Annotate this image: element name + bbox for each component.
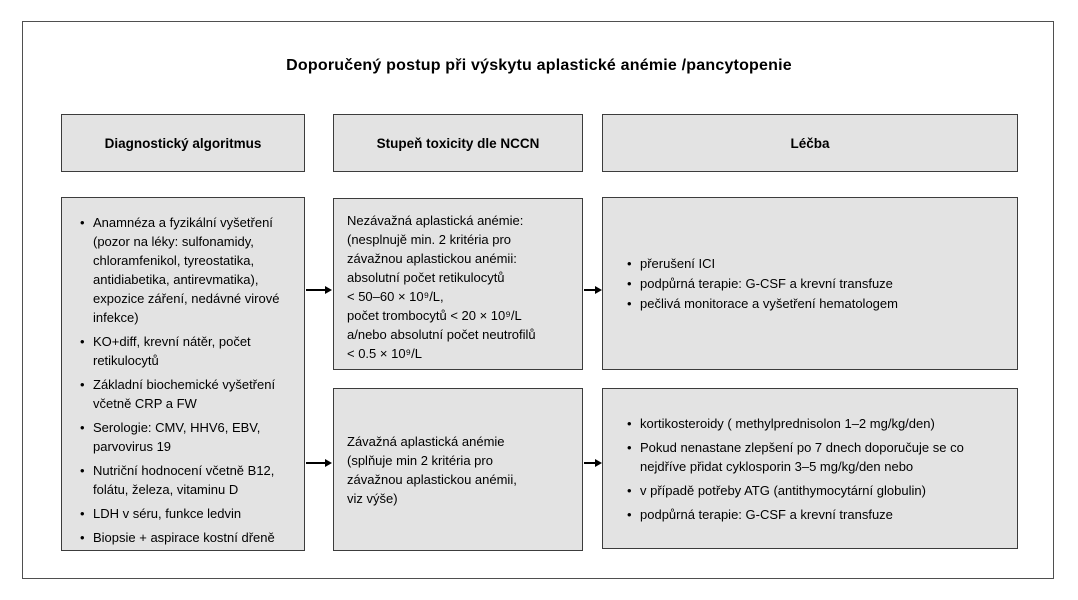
treatment-severe-list: kortikosteroidy ( methylprednisolon 1–2 … <box>603 409 1017 529</box>
column-header-treatment-label: Léčba <box>790 135 830 151</box>
treatment-nonsevere-list: přerušení ICI podpůrná terapie: G-CSF a … <box>603 253 908 314</box>
arrow-severe-to-treatment-icon <box>584 462 595 464</box>
toxicity-nonsevere-box: Nezávažná aplastická anémie: (nesplnujě … <box>333 198 583 370</box>
figure-title: Doporučený postup při výskytu aplastické… <box>286 57 792 74</box>
list-item: v případě potřeby ATG (antithymocytární … <box>626 481 1005 500</box>
list-item: podpůrná terapie: G-CSF a krevní transfu… <box>626 505 1005 524</box>
list-item: LDH v séru, funkce ledvin <box>79 504 294 523</box>
list-item: Pokud nenastane zlepšení po 7 dnech dopo… <box>626 438 1005 476</box>
diagnostics-box: Anamnéza a fyzikální vyšetření (pozor na… <box>61 197 305 551</box>
column-header-toxicity: Stupeň toxicity dle NCCN <box>333 114 583 172</box>
arrow-diagnostics-to-severe-icon <box>306 462 325 464</box>
column-header-diagnostics-label: Diagnostický algoritmus <box>104 135 262 151</box>
list-item: Základní biochemické vyšetření včetně CR… <box>79 375 294 413</box>
list-item: kortikosteroidy ( methylprednisolon 1–2 … <box>626 414 1005 433</box>
column-header-toxicity-label: Stupeň toxicity dle NCCN <box>376 135 540 151</box>
list-item: Nutriční hodnocení včetně B12, folátu, ž… <box>79 461 294 499</box>
column-header-diagnostics: Diagnostický algoritmus <box>61 114 305 172</box>
toxicity-nonsevere-text: Nezávažná aplastická anémie: (nesplnujě … <box>347 213 536 361</box>
treatment-severe-box: kortikosteroidy ( methylprednisolon 1–2 … <box>602 388 1018 549</box>
list-item: podpůrná terapie: G-CSF a krevní transfu… <box>626 274 898 293</box>
list-item: přerušení ICI <box>626 254 898 273</box>
figure-border <box>22 21 1054 579</box>
arrow-nonsevere-to-treatment-icon <box>584 289 595 291</box>
treatment-nonsevere-box: přerušení ICI podpůrná terapie: G-CSF a … <box>602 197 1018 370</box>
list-item: KO+diff, krevní nátěr, počet retikulocyt… <box>79 332 294 370</box>
diagnostics-list: Anamnéza a fyzikální vyšetření (pozor na… <box>62 198 304 547</box>
toxicity-severe-box: Závažná aplastická anémie (splňuje min 2… <box>333 388 583 551</box>
column-header-treatment: Léčba <box>602 114 1018 172</box>
list-item: pečlivá monitorace a vyšetření hematolog… <box>626 294 898 313</box>
list-item: Anamnéza a fyzikální vyšetření (pozor na… <box>79 213 294 327</box>
list-item: Serologie: CMV, HHV6, EBV, parvovirus 19 <box>79 418 294 456</box>
arrow-diagnostics-to-nonsevere-icon <box>306 289 325 291</box>
list-item: Biopsie + aspirace kostní dřeně <box>79 528 294 547</box>
toxicity-severe-text: Závažná aplastická anémie (splňuje min 2… <box>347 433 517 506</box>
